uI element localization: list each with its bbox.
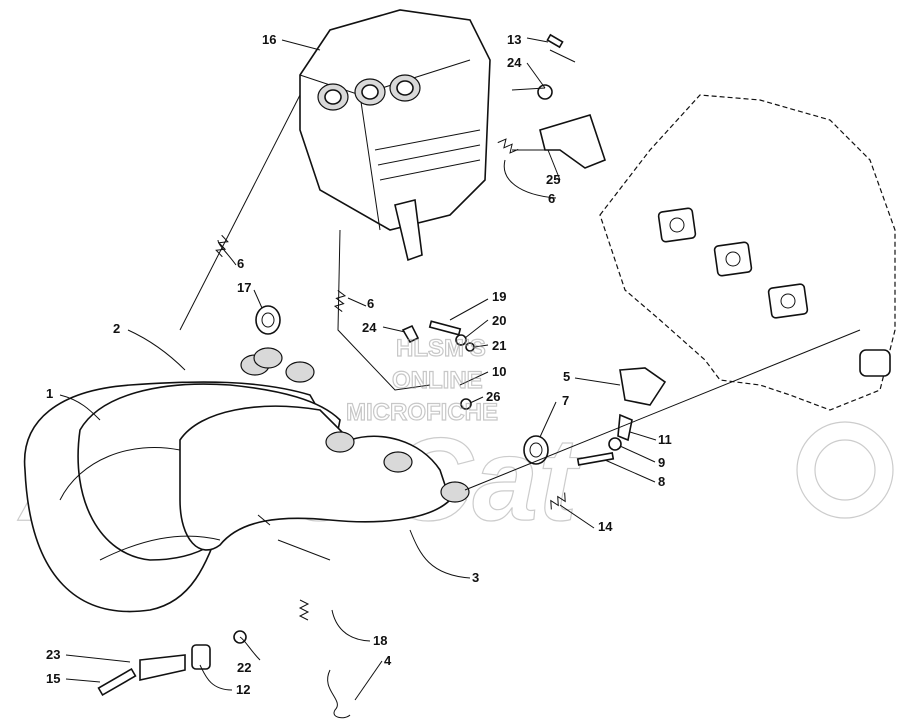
callout-17: 17 <box>237 280 251 295</box>
callout-10: 10 <box>492 364 506 379</box>
callout-4: 4 <box>384 653 392 668</box>
flange-5 <box>619 367 667 406</box>
callout-24-top: 24 <box>507 55 522 70</box>
callout-25: 25 <box>546 172 560 187</box>
callout-5: 5 <box>563 369 570 384</box>
callout-2: 2 <box>113 321 120 336</box>
callout-19: 19 <box>492 289 506 304</box>
watermark-line-3: MICROFICHE <box>346 399 498 426</box>
callout-9: 9 <box>658 455 665 470</box>
callout-26: 26 <box>486 389 500 404</box>
hardware <box>97 33 633 697</box>
callout-7: 7 <box>562 393 569 408</box>
callout-labels: 16 13 24 25 6 6 17 6 19 2 24 20 21 10 5 … <box>46 32 672 697</box>
callout-21: 21 <box>492 338 506 353</box>
callout-15: 15 <box>46 671 60 686</box>
callout-14: 14 <box>598 519 613 534</box>
callout-13: 13 <box>507 32 521 47</box>
seal-17 <box>255 305 281 335</box>
seal-7 <box>523 435 549 465</box>
site-watermark: HLSM'S ONLINE MICROFICHE <box>345 334 498 426</box>
callout-6-left: 6 <box>237 256 244 271</box>
silencer <box>299 9 491 262</box>
callout-8: 8 <box>658 474 665 489</box>
callout-3: 3 <box>472 570 479 585</box>
callout-6-center: 6 <box>367 296 374 311</box>
watermark-line-1: HLSM'S <box>396 335 486 362</box>
callout-20: 20 <box>492 313 506 328</box>
callout-12: 12 <box>236 682 250 697</box>
callout-23: 23 <box>46 647 60 662</box>
callout-1: 1 <box>46 386 53 401</box>
callout-24-center: 24 <box>362 320 377 335</box>
watermark-line-2: ONLINE <box>392 367 483 394</box>
callout-22: 22 <box>237 660 251 675</box>
seals <box>255 305 667 465</box>
engine-outline <box>599 94 896 411</box>
callout-6-right: 6 <box>548 191 555 206</box>
callout-18: 18 <box>373 633 387 648</box>
callout-11: 11 <box>658 432 672 447</box>
leader-lines <box>59 37 861 701</box>
expansion-chambers <box>23 347 470 613</box>
springs <box>215 138 566 719</box>
callout-16: 16 <box>262 32 276 47</box>
